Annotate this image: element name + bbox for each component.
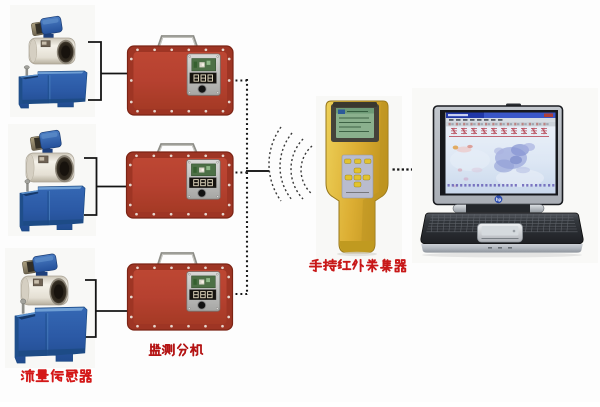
svg-text:hp: hp <box>496 197 502 202</box>
